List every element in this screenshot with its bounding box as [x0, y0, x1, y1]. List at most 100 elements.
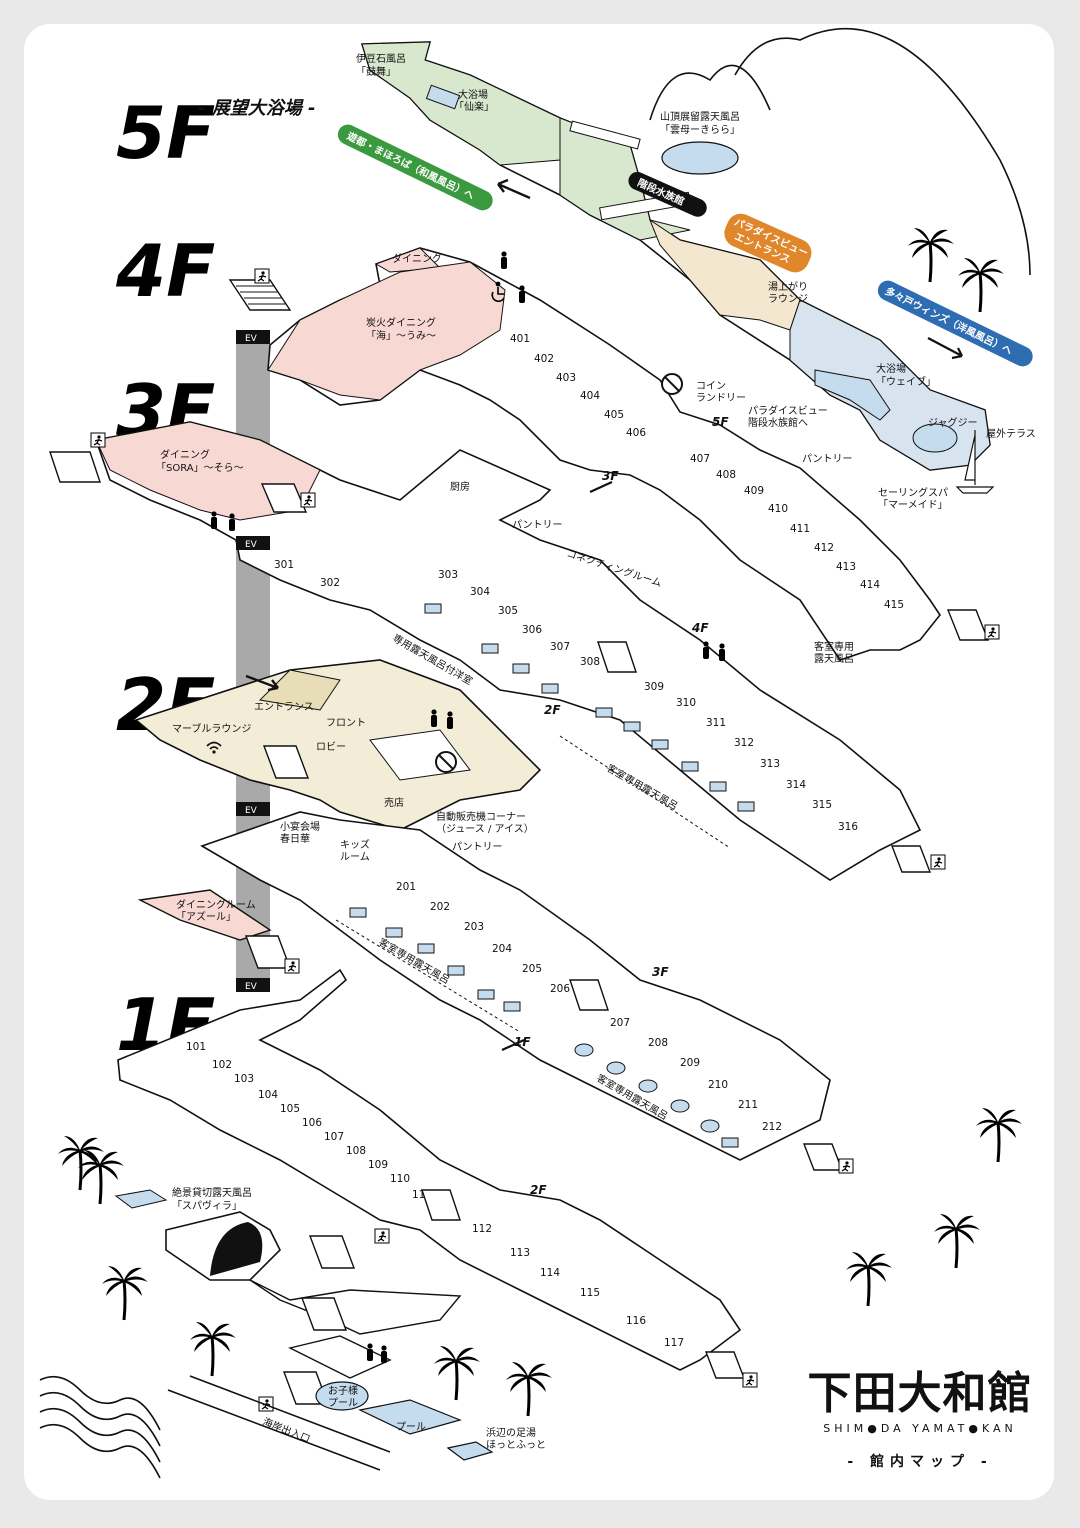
- room-116[interactable]: 116: [626, 1315, 646, 1327]
- room-204[interactable]: 204: [492, 943, 512, 955]
- room-413[interactable]: 413: [836, 561, 856, 573]
- room-305[interactable]: 305: [498, 605, 518, 617]
- room-303[interactable]: 303: [438, 569, 458, 581]
- room-313[interactable]: 313: [760, 758, 780, 770]
- palm-tree-icon: [188, 1320, 238, 1378]
- 3f-stairs-right: [890, 845, 932, 873]
- room-311[interactable]: 311: [706, 717, 726, 729]
- room-312[interactable]: 312: [734, 737, 754, 749]
- room-302[interactable]: 302: [320, 577, 340, 589]
- room-408[interactable]: 408: [716, 469, 736, 481]
- 3f-stairs-mid: [260, 483, 308, 513]
- bath-kirara-area: [559, 117, 691, 241]
- 1f-to-2f-tag[interactable]: 2F: [530, 1183, 547, 1197]
- room-202[interactable]: 202: [430, 901, 450, 913]
- tatado-banner[interactable]: 多々戸ウィンズ（洋風風呂）へ: [874, 277, 1036, 369]
- paradise-link-1[interactable]: パラダイスビュー: [748, 404, 828, 417]
- room-115[interactable]: 115: [580, 1287, 600, 1299]
- room-117[interactable]: 117: [664, 1337, 684, 1349]
- sailing-spa-label: セーリングスパ: [878, 486, 948, 499]
- room-103[interactable]: 103: [234, 1073, 254, 1085]
- room-314[interactable]: 314: [786, 779, 806, 791]
- room-406[interactable]: 406: [626, 427, 646, 439]
- toilet-icon-1f-b: [381, 1345, 387, 1363]
- room-301[interactable]: 301: [274, 559, 294, 571]
- room-209[interactable]: 209: [680, 1057, 700, 1069]
- map-subtitle: - 館内マップ -: [847, 1454, 993, 1470]
- room-207[interactable]: 207: [610, 1017, 630, 1029]
- 2f-to-3f-tag[interactable]: 3F: [652, 965, 669, 979]
- exit-icon-1f-mid: [374, 1228, 390, 1244]
- to-2f-tag[interactable]: 2F: [544, 703, 561, 717]
- azur-label-1: ダイニングルーム: [176, 898, 256, 911]
- kids-pool-label-1: お子様: [328, 1384, 358, 1397]
- room-208[interactable]: 208: [648, 1037, 668, 1049]
- room-401[interactable]: 401: [510, 333, 530, 345]
- kirara-name: 「雲母ーきらら」: [660, 124, 740, 136]
- room-205[interactable]: 205: [522, 963, 542, 975]
- room-403[interactable]: 403: [556, 372, 576, 384]
- to-5f-tag[interactable]: 5F: [712, 415, 729, 429]
- palm-tree-icon: [906, 226, 956, 284]
- 2f-bath-markers: [349, 907, 739, 1148]
- exit-icon-3f-right: [930, 854, 946, 870]
- room-101[interactable]: 101: [186, 1041, 206, 1053]
- yuagari-label-1: 湯上がり: [768, 280, 808, 293]
- room-306[interactable]: 306: [522, 624, 542, 636]
- small-hall-label-2: 春日華: [280, 833, 310, 845]
- room-411[interactable]: 411: [790, 523, 810, 535]
- room-309[interactable]: 309: [644, 681, 664, 693]
- room-211[interactable]: 211: [738, 1099, 758, 1111]
- toilet-icon-4f: [501, 251, 507, 269]
- floor-4f-heading: 4F: [115, 229, 215, 313]
- room-206[interactable]: 206: [550, 983, 570, 995]
- floor-3f-outline: [94, 421, 922, 881]
- room-102[interactable]: 102: [212, 1059, 232, 1071]
- room-106[interactable]: 106: [302, 1117, 322, 1129]
- room-109[interactable]: 109: [368, 1159, 388, 1171]
- palm-tree-icon: [974, 1106, 1024, 1164]
- room-113[interactable]: 113: [510, 1247, 530, 1259]
- room-307[interactable]: 307: [550, 641, 570, 653]
- room-201[interactable]: 201: [396, 881, 416, 893]
- room-310[interactable]: 310: [676, 697, 696, 709]
- room-112[interactable]: 112: [472, 1223, 492, 1235]
- room-212[interactable]: 212: [762, 1121, 782, 1133]
- room-105[interactable]: 105: [280, 1103, 300, 1115]
- 1f-path-area: [249, 1279, 462, 1335]
- spavilla-tunnel: [210, 1222, 263, 1276]
- spavilla-marker: [114, 1189, 168, 1209]
- room-412[interactable]: 412: [814, 542, 834, 554]
- room-409[interactable]: 409: [744, 485, 764, 497]
- toilet-icon-3f-b: [229, 513, 235, 531]
- room-402[interactable]: 402: [534, 353, 554, 365]
- 2f-to-1f-tag[interactable]: 1F: [514, 1035, 531, 1049]
- palm-tree-icon: [956, 256, 1006, 314]
- room-415[interactable]: 415: [884, 599, 904, 611]
- room-210[interactable]: 210: [708, 1079, 728, 1091]
- room-107[interactable]: 107: [324, 1131, 344, 1143]
- to-3f-tag[interactable]: 3F: [602, 469, 619, 483]
- room-315[interactable]: 315: [812, 799, 832, 811]
- jacuzzi-label: ジャグジー: [928, 416, 978, 429]
- room-114[interactable]: 114: [540, 1267, 560, 1279]
- coin-laundry-2: ランドリー: [696, 392, 746, 404]
- room-404[interactable]: 404: [580, 390, 600, 402]
- paradise-link-2[interactable]: 階段水族館へ: [748, 416, 808, 429]
- room-308[interactable]: 308: [580, 656, 600, 668]
- room-410[interactable]: 410: [768, 503, 788, 515]
- room-405[interactable]: 405: [604, 409, 624, 421]
- room-304[interactable]: 304: [470, 586, 490, 598]
- kids-pool: [315, 1381, 369, 1411]
- room-110[interactable]: 110: [390, 1173, 410, 1185]
- room-108[interactable]: 108: [346, 1145, 366, 1157]
- hotel-romaji: SHIM●DA YAMAT●KAN: [823, 1422, 1017, 1435]
- room-104[interactable]: 104: [258, 1089, 278, 1101]
- room-203[interactable]: 203: [464, 921, 484, 933]
- sora-label-2: 「SORA」～そら～: [156, 462, 244, 474]
- room-414[interactable]: 414: [860, 579, 880, 591]
- to-4f-tag[interactable]: 4F: [691, 621, 709, 635]
- ev-tag-1f: EV: [236, 978, 270, 992]
- room-407[interactable]: 407: [690, 453, 710, 465]
- room-316[interactable]: 316: [838, 821, 858, 833]
